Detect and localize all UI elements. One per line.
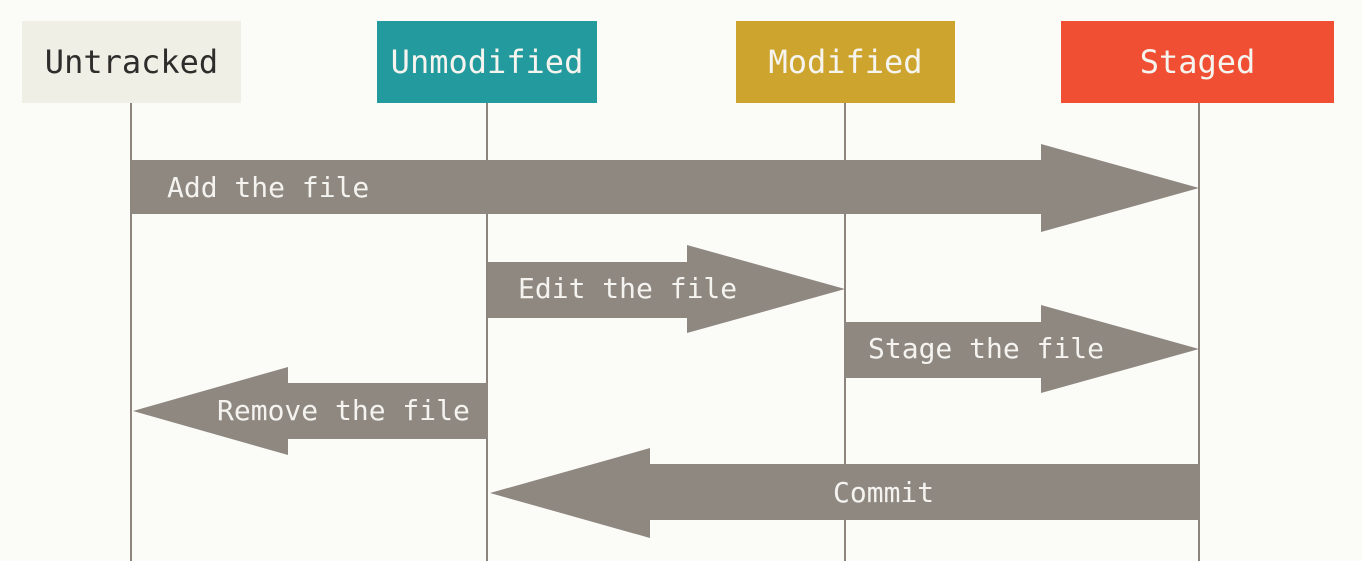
lifeline-unmodified xyxy=(486,103,488,561)
state-label-modified: Modified xyxy=(768,43,923,81)
lifeline-untracked xyxy=(130,103,132,561)
arrow-shaft xyxy=(488,262,687,318)
lifeline-staged xyxy=(1198,103,1200,561)
arrow-shaft xyxy=(845,322,1041,378)
arrow-head-right-icon xyxy=(1041,143,1199,232)
arrow-shaft xyxy=(288,383,488,439)
arrow-label: Commit xyxy=(833,476,935,509)
arrow-label: Add the file xyxy=(167,170,370,204)
transition-arrow-remove-the-file: Remove the file xyxy=(133,367,488,455)
arrow-label: Stage the file xyxy=(868,331,1105,365)
state-box-modified: Modified xyxy=(736,21,955,103)
state-box-untracked: Untracked xyxy=(22,21,241,103)
state-label-untracked: Untracked xyxy=(44,43,219,81)
state-label-unmodified: Unmodified xyxy=(390,43,584,81)
arrow-head-right-icon xyxy=(687,245,845,333)
state-box-staged: Staged xyxy=(1061,21,1334,103)
transition-arrow-commit: Commit xyxy=(490,448,1200,538)
transition-arrow-stage-the-file: Stage the file xyxy=(845,304,1199,393)
arrow-head-right-icon xyxy=(1041,304,1199,393)
arrow-label: Remove the file xyxy=(217,394,470,427)
state-box-unmodified: Unmodified xyxy=(377,21,597,103)
arrow-head-left-icon xyxy=(133,367,288,455)
arrow-shaft xyxy=(131,160,1041,214)
transition-arrow-edit-the-file: Edit the file xyxy=(488,245,845,333)
state-label-staged: Staged xyxy=(1139,43,1256,81)
arrow-label: Edit the file xyxy=(518,272,738,305)
transition-arrow-add-the-file: Add the file xyxy=(131,143,1199,232)
arrow-shaft xyxy=(650,464,1200,520)
arrow-head-left-icon xyxy=(490,448,650,538)
